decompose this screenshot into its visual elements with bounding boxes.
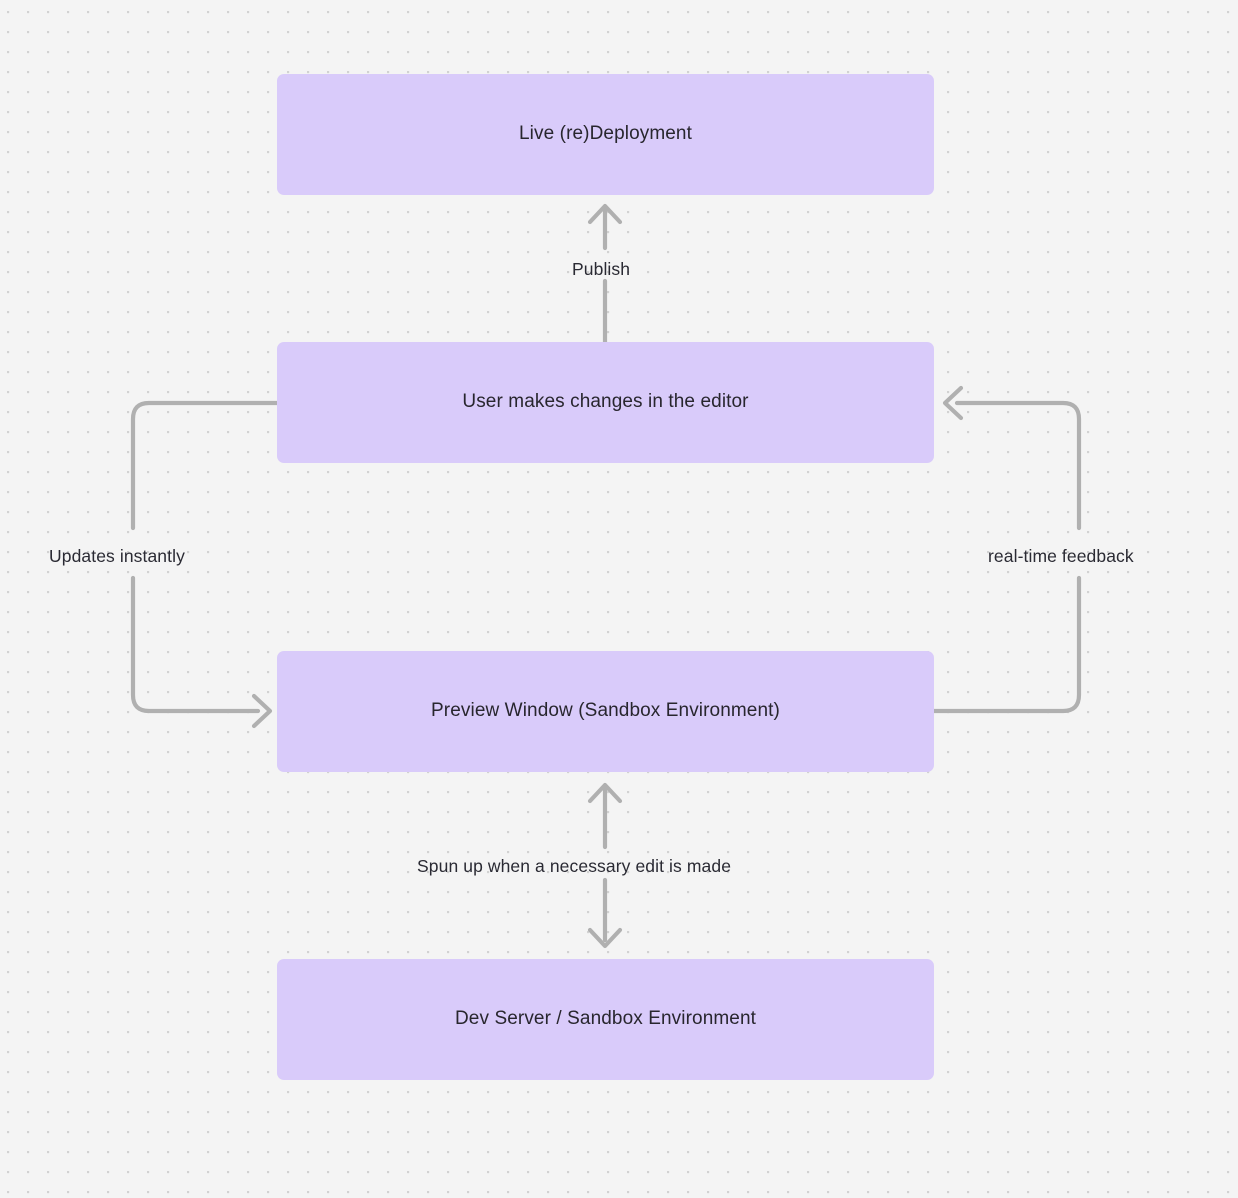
edge-updates-upper-segment	[130, 400, 280, 531]
node-dev-server[interactable]: Dev Server / Sandbox Environment	[277, 959, 934, 1080]
edge-spunup-up-arrowhead	[587, 782, 623, 804]
edge-spunup-down-arrowhead	[587, 927, 623, 949]
edge-realtime-arrowhead	[942, 385, 964, 421]
edge-label-updates-instantly: Updates instantly	[49, 546, 185, 566]
edge-updates-arrowhead	[251, 693, 273, 729]
node-label: Dev Server / Sandbox Environment	[454, 1008, 756, 1030]
edge-realtime-upper-segment	[954, 400, 1082, 531]
edge-label-spun-up: Spun up when a necessary edit is made	[417, 856, 732, 876]
node-label: Preview Window (Sandbox Environment)	[431, 700, 780, 722]
node-label: Live (re)Deployment	[519, 123, 692, 145]
node-user-makes-changes[interactable]: User makes changes in the editor	[277, 342, 934, 463]
edge-realtime-lower-segment	[931, 575, 1082, 714]
edge-label-publish: Publish	[572, 259, 631, 279]
node-preview-window[interactable]: Preview Window (Sandbox Environment)	[277, 651, 934, 772]
edge-label-realtime-feedback: real-time feedback	[988, 546, 1134, 566]
edge-publish-arrowhead	[587, 203, 623, 225]
node-live-redeployment[interactable]: Live (re)Deployment	[277, 74, 934, 195]
edge-updates-lower-segment	[130, 575, 261, 714]
node-label: User makes changes in the editor	[462, 391, 749, 413]
